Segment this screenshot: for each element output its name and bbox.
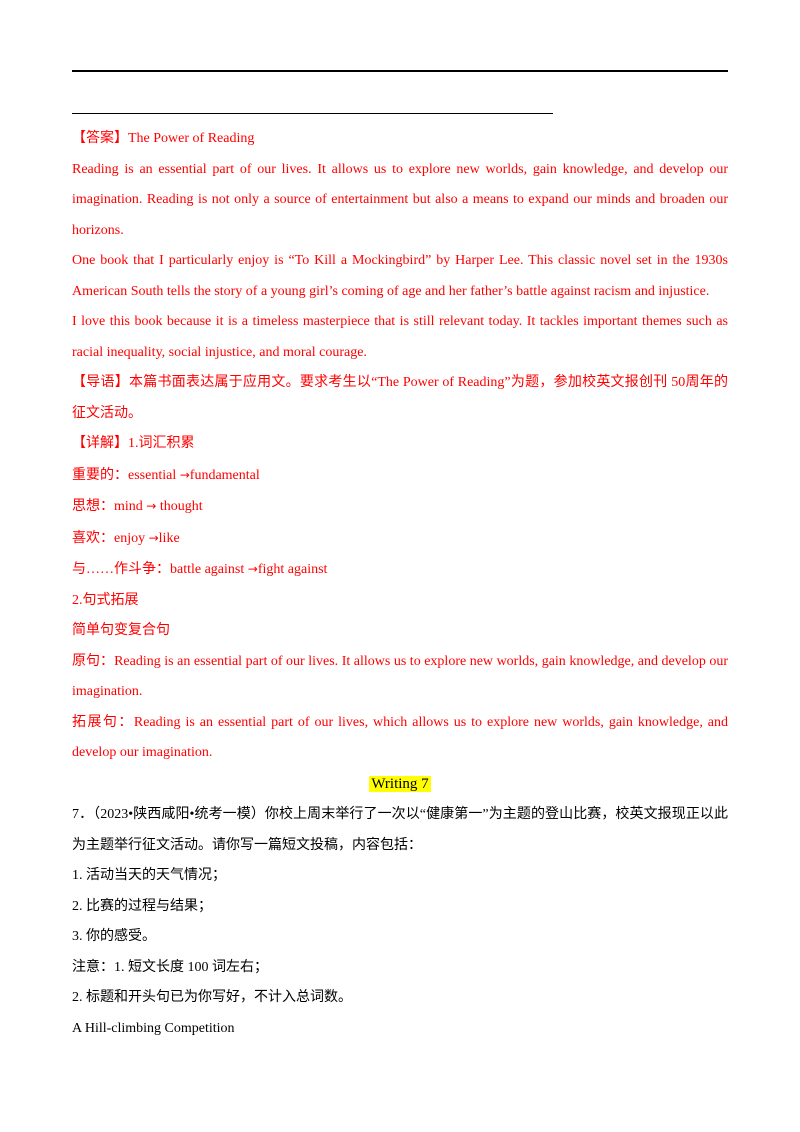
answer-paragraph-1: Reading is an essential part of our live… — [72, 161, 728, 238]
document-body: 【答案】The Power of Reading Reading is an e… — [72, 124, 728, 1044]
essay-title: A Hill-climbing Competition — [72, 1020, 235, 1036]
arrow-icon: → — [148, 530, 159, 545]
answer-blank-line — [72, 113, 553, 114]
answer-paragraph-2: One book that I particularly enjoy is “T… — [72, 253, 728, 299]
sentence-subheading: 简单句变复合句 — [72, 623, 170, 638]
prompt-item: 3. 你的感受。 — [72, 929, 156, 944]
original-text: Reading is an essential part of our live… — [72, 653, 729, 700]
guide-paragraph: 【导语】本篇书面表达属于应用文。要求考生以“The Power of Readi… — [72, 368, 728, 429]
guide-tag: 【导语】 — [72, 375, 129, 390]
arrow-icon: → — [247, 562, 258, 576]
detail-tag: 【详解】 — [72, 436, 128, 451]
extended-text: Reading is an essential part of our live… — [72, 714, 729, 761]
prompt-item: 1. 活动当天的天气情况； — [72, 868, 226, 883]
vocab-item: 喜欢：enjoy →like — [72, 530, 180, 546]
arrow-icon: → — [179, 467, 190, 482]
original-sentence: 原句：Reading is an essential part of our l… — [72, 647, 728, 708]
prompt-note: 2. 标题和开头句已为你写好，不计入总词数。 — [72, 990, 352, 1005]
answer-paragraph-3: I love this book because it is a timeles… — [72, 314, 728, 360]
sentence-heading: 2.句式拓展 — [72, 592, 139, 608]
writing-heading-line: Writing 7 — [72, 769, 728, 801]
detail-heading: 【详解】1.词汇积累 — [72, 429, 728, 460]
header-rule — [72, 70, 728, 72]
original-label: 原句： — [72, 653, 115, 669]
prompt-note: 注意：1. 短文长度 100 词左右； — [72, 959, 268, 975]
vocab-item: 重要的：essential →fundamental — [72, 467, 260, 483]
vocab-item: 与……作斗争：battle against →fight against — [72, 562, 328, 577]
writing-heading: Writing 7 — [369, 775, 431, 792]
answer-tag: 【答案】 — [72, 131, 128, 146]
answer-title-line: 【答案】The Power of Reading — [72, 124, 728, 155]
arrow-icon: → — [146, 499, 157, 513]
vocab-heading: 1.词汇积累 — [128, 436, 195, 451]
writing-prompt: 7．（2023•陕西咸阳•统考一模）你校上周末举行了一次以“健康第一”为主题的登… — [72, 807, 728, 853]
extended-sentence: 拓展句：Reading is an essential part of our … — [72, 708, 728, 769]
answer-title: The Power of Reading — [128, 131, 255, 146]
prompt-item: 2. 比赛的过程与结果； — [72, 898, 212, 914]
guide-text: 本篇书面表达属于应用文。要求考生以“The Power of Reading”为… — [72, 375, 728, 421]
extended-label: 拓展句： — [72, 714, 134, 730]
vocab-item: 思想：mind → thought — [72, 499, 203, 514]
